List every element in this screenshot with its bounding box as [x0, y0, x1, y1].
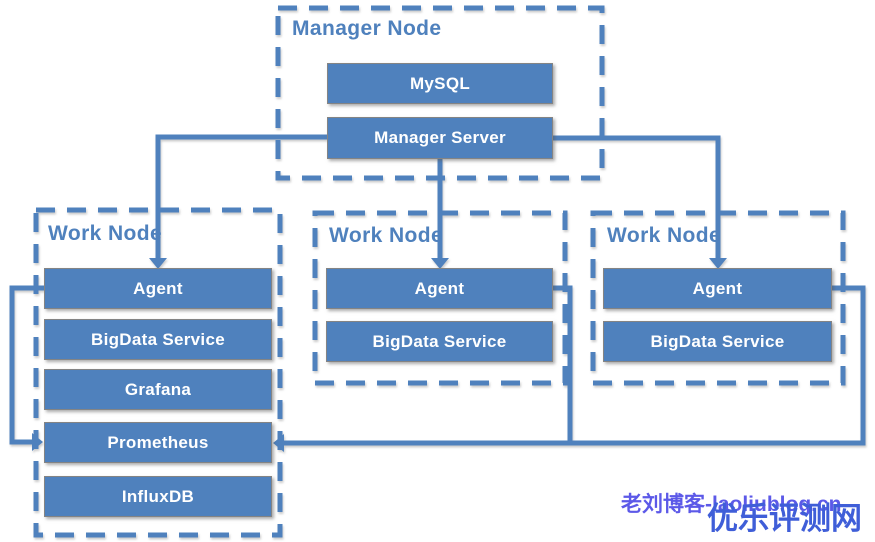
box-agent-2: Agent [326, 268, 553, 309]
arrowhead-down-agent-2 [431, 258, 449, 269]
box-influxdb: InfluxDB [44, 476, 272, 517]
connector-server-to-agent-1 [149, 134, 327, 269]
box-agent-3: Agent [603, 268, 832, 309]
work-node-1-border [33, 207, 283, 538]
work-node-2-label: Work Node [329, 224, 444, 247]
box-agent-1: Agent [44, 268, 272, 309]
arrowhead-down-agent-3 [709, 258, 727, 269]
work-node-3-label: Work Node [607, 224, 722, 247]
arrowhead-right-prometheus [32, 433, 43, 451]
box-manager-server: Manager Server [327, 117, 553, 159]
box-mysql: MySQL [327, 63, 553, 104]
arrowhead-left-prometheus [273, 434, 284, 452]
box-bigdata-service-3: BigData Service [603, 321, 832, 362]
connector-server-to-agent-3 [553, 135, 727, 269]
connector-server-to-agent-2 [431, 159, 449, 269]
connector-agent-2-to-prometheus [553, 285, 573, 443]
arrowhead-down-agent-1 [149, 258, 167, 269]
box-bigdata-service-2: BigData Service [326, 321, 553, 362]
connector-agent-3-to-prometheus [273, 285, 866, 452]
manager-node-label: Manager Node [292, 17, 442, 40]
box-prometheus: Prometheus [44, 422, 272, 463]
box-grafana: Grafana [44, 369, 272, 410]
connector-agent-1-to-prometheus [9, 285, 44, 451]
watermark-site-text: 优乐评测网 [707, 501, 862, 536]
work-node-1-label: Work Node [48, 222, 163, 245]
box-bigdata-service-1: BigData Service [44, 319, 272, 360]
watermark-blog-text: 老刘博客-laoliublog.cn [621, 493, 842, 516]
